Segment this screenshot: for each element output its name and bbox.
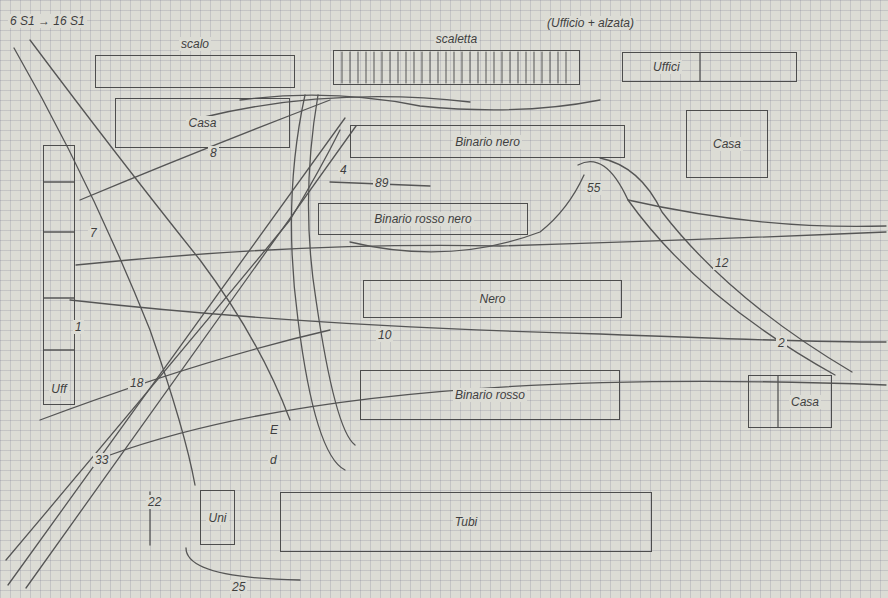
- callout-number: 4: [338, 163, 349, 177]
- callout-number: 1: [73, 320, 84, 334]
- callout-number: 7: [88, 226, 99, 240]
- callout-number: 89: [373, 176, 390, 190]
- building-box: scaletta: [333, 50, 580, 85]
- box-heading: scalo: [179, 37, 211, 51]
- building-box: Uni: [200, 490, 235, 545]
- box-label: Casa: [711, 137, 743, 151]
- callout-number: 22: [146, 495, 163, 509]
- callout-number: 33: [93, 453, 110, 467]
- box-label: Tubi: [453, 515, 479, 529]
- box-heading: scaletta: [434, 32, 479, 46]
- box-label: Uffici: [651, 60, 682, 74]
- callout-number: 6 S1 → 16 S1: [8, 14, 87, 28]
- building-box: Uffici: [622, 52, 797, 82]
- building-box: scalo: [95, 55, 295, 88]
- building-box: Nero: [363, 280, 622, 318]
- building-box: Tubi: [280, 492, 652, 552]
- box-label: Casa: [789, 395, 821, 409]
- callout-number: 12: [713, 256, 730, 270]
- box-label: Binario rosso: [453, 388, 527, 402]
- box-label: Nero: [477, 292, 507, 306]
- building-box: Casa: [748, 375, 832, 428]
- track-line: [6, 40, 886, 588]
- building-box: Binario rosso nero: [318, 203, 528, 235]
- callout-number: E: [268, 423, 280, 437]
- box-label: Uff: [49, 382, 68, 396]
- building-box: Casa: [686, 110, 768, 178]
- box-label: Uni: [206, 511, 228, 525]
- callout-number: d: [268, 453, 279, 467]
- callout-number: 25: [230, 580, 247, 594]
- building-box: Binario rosso: [360, 370, 620, 420]
- box-label: Binario rosso nero: [372, 212, 473, 226]
- box-label: Binario nero: [453, 135, 522, 149]
- building-box: Binario nero: [350, 125, 625, 158]
- box-label: Casa: [186, 116, 218, 130]
- callout-number: 8: [208, 146, 219, 160]
- callout-number: 18: [128, 376, 145, 390]
- callout-number: (Ufficio + alzata): [545, 16, 636, 30]
- hatching: [342, 52, 566, 83]
- callout-number: 2: [776, 336, 787, 350]
- callout-number: 55: [585, 181, 602, 195]
- building-box: Uff: [43, 145, 75, 405]
- building-box: Casa: [115, 98, 290, 148]
- callout-number: 10: [376, 328, 393, 342]
